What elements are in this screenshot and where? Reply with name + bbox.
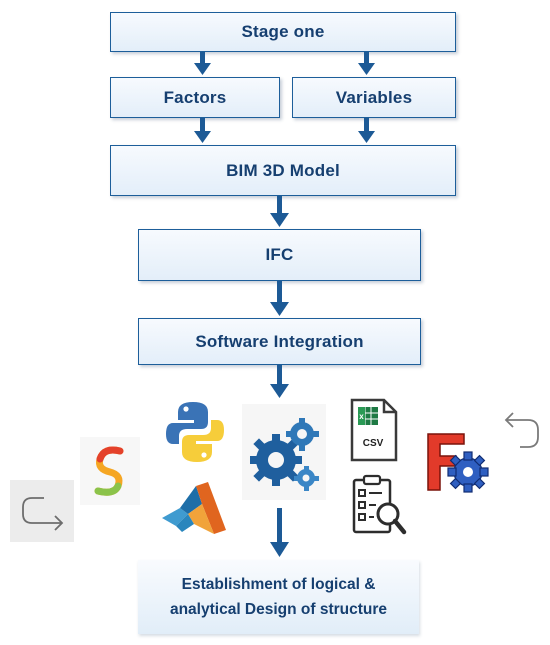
- checklist-search-icon: [346, 472, 412, 542]
- arrow-stage-to-factors: [194, 52, 211, 75]
- factors-box: Factors: [110, 77, 280, 118]
- ifc-box: IFC: [138, 229, 421, 281]
- csv-label: CSV: [362, 438, 384, 449]
- csv-file-icon: x CSV: [346, 396, 402, 466]
- software-integration-label: Software Integration: [195, 331, 364, 351]
- python-logo-icon: [163, 398, 227, 466]
- stage-one-label: Stage one: [241, 22, 325, 41]
- final-outcome-box: Establishment of logical & analytical De…: [138, 560, 419, 634]
- final-outcome-line2: analytical Design of structure: [169, 601, 388, 618]
- svg-text:x: x: [359, 412, 364, 421]
- arrow-stage-to-variables: [358, 52, 375, 75]
- final-outcome-line1: Establishment of logical &: [181, 576, 376, 593]
- ifc-label: IFC: [265, 245, 294, 264]
- bim-model-label: BIM 3D Model: [226, 160, 340, 180]
- matlab-logo-icon: [158, 474, 230, 542]
- arrow-software-to-tools: [270, 365, 289, 398]
- software-integration-box: Software Integration: [138, 318, 421, 365]
- sketchup-style-logo-icon: [80, 437, 140, 505]
- bim-model-box: BIM 3D Model: [110, 145, 456, 196]
- stage-one-box: Stage one: [110, 12, 456, 52]
- variables-label: Variables: [335, 87, 413, 107]
- arrow-ifc-to-software: [270, 281, 289, 316]
- freecad-logo-icon: [424, 430, 492, 496]
- redo-arrow-icon[interactable]: [10, 480, 74, 542]
- arrow-factors-to-bim: [194, 118, 211, 143]
- undo-arrow-icon[interactable]: [498, 406, 544, 454]
- gears-icon: [242, 404, 326, 500]
- arrow-tools-to-outcome: [270, 508, 289, 557]
- arrow-bim-to-ifc: [270, 196, 289, 227]
- arrow-variables-to-bim: [358, 118, 375, 143]
- variables-box: Variables: [292, 77, 456, 118]
- factors-label: Factors: [163, 87, 227, 107]
